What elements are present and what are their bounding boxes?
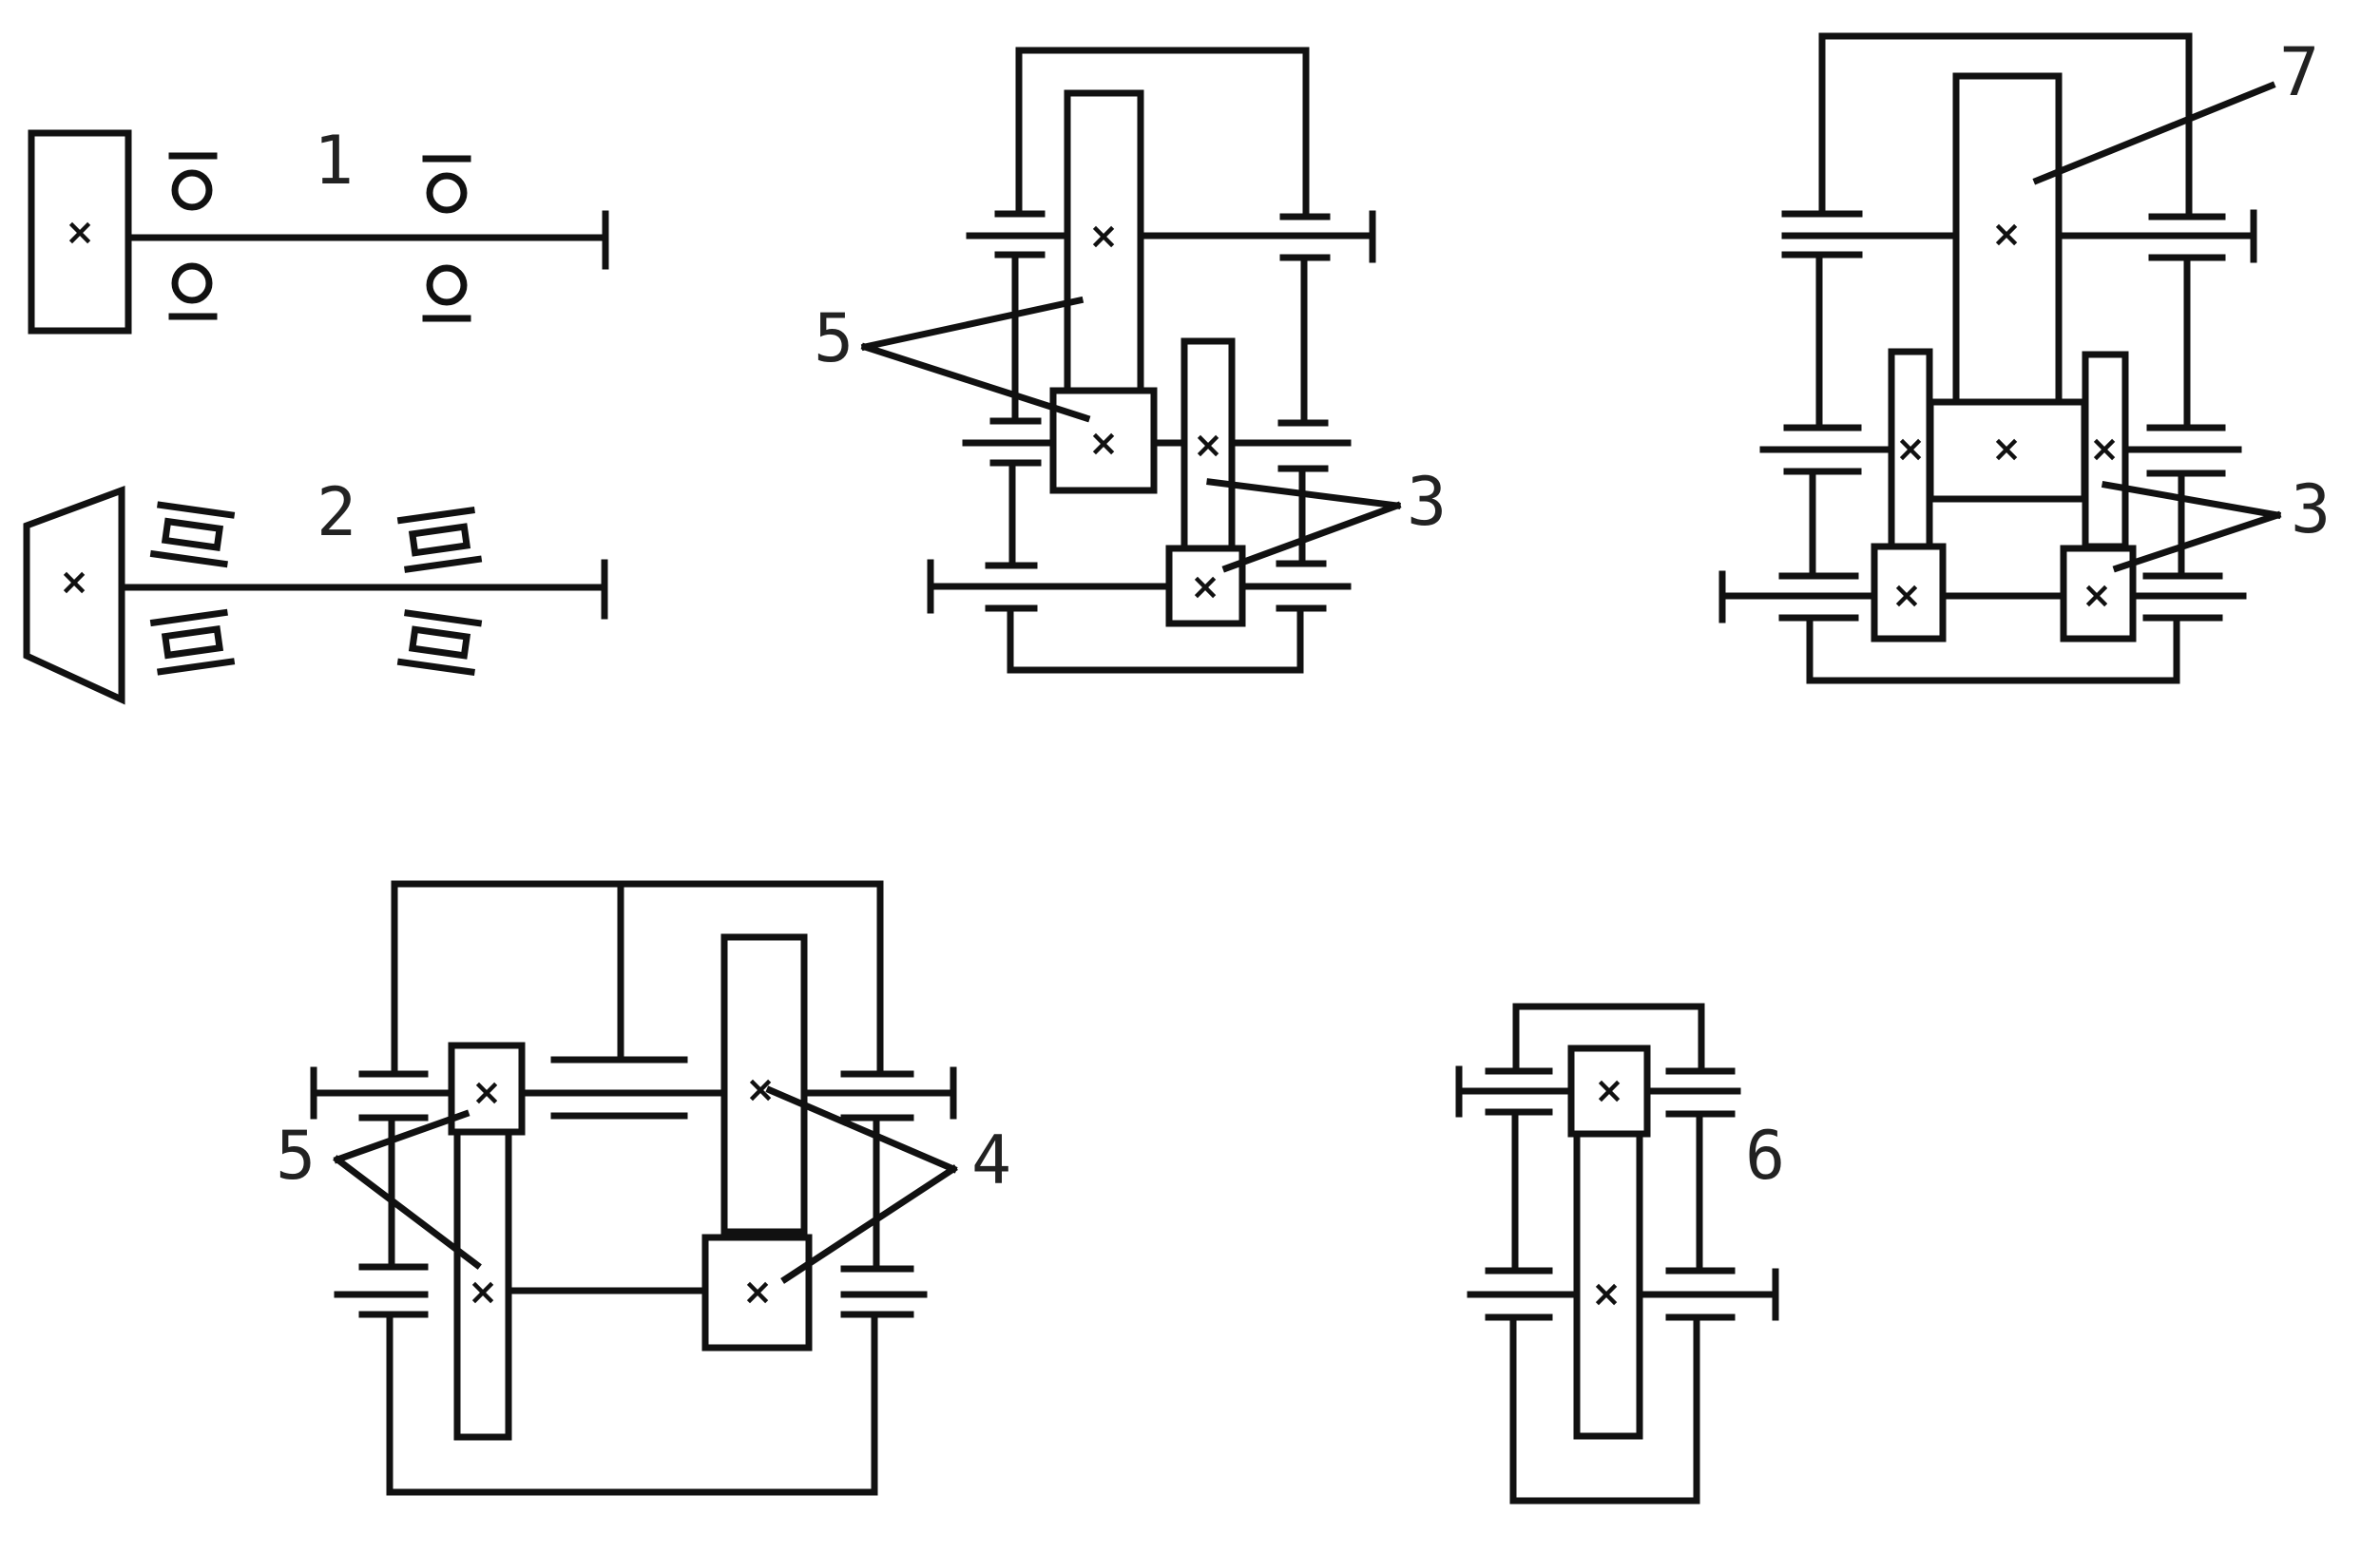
bevel-gear (23, 485, 125, 705)
gear-mark: × (1190, 566, 1220, 607)
gear-intermediate (1180, 337, 1236, 557)
scheme-3-two-stage-gearbox: × × × × 5 3 (814, 47, 1447, 674)
housing-bottom (1007, 604, 1304, 674)
label-3: 3 (2291, 470, 2331, 548)
large-gear-right (720, 933, 808, 1236)
pinion-intermediate (1049, 387, 1158, 494)
leader-7 (2032, 81, 2276, 185)
label-4: 4 (971, 1122, 1011, 1199)
leader-5 (333, 1155, 482, 1270)
label-6: 6 (1745, 1117, 1785, 1195)
gear-mark: × (1193, 424, 1223, 466)
gear-mark: × (2082, 574, 2112, 616)
leader-4 (765, 1085, 958, 1174)
housing-top (1818, 32, 2193, 218)
spur-gear (28, 129, 132, 335)
gear-mark: × (1088, 215, 1119, 257)
large-gear-left (453, 1128, 512, 1441)
gear-mark: × (2089, 428, 2120, 470)
pinion-input-left (1871, 543, 1947, 642)
label-3: 3 (1407, 463, 1447, 541)
roller-bearing-upper-right (396, 507, 483, 573)
gear-mark: × (742, 1271, 773, 1313)
leader-3 (2101, 480, 2282, 520)
gear-right-intermediate (2082, 351, 2129, 550)
scheme-5-coaxial-gearbox: × × × × 5 4 (276, 880, 1011, 1496)
pinion-bottom-right (701, 1234, 813, 1352)
leader-5 (333, 1109, 470, 1164)
housing-top (1015, 47, 1310, 218)
roller-bearing-lower-right (396, 609, 483, 676)
gear-mark: × (65, 211, 95, 253)
pinion-input (1165, 545, 1246, 627)
leader-5 (860, 342, 1091, 423)
housing-top (1512, 1003, 1705, 1075)
gear-mark: × (59, 561, 89, 603)
label-5: 5 (276, 1117, 316, 1195)
gear-mark: × (1991, 428, 2022, 470)
leader-3 (1206, 478, 1401, 509)
gear-mark: × (471, 1071, 502, 1113)
ball-bearing-left (168, 152, 218, 320)
housing-bottom (1509, 1313, 1700, 1505)
gear-mark: × (1891, 574, 1922, 616)
leader-4 (780, 1164, 958, 1284)
gear-mark: × (1591, 1273, 1622, 1314)
scheme-1-spur-gear-ball-bearings: × 1 (28, 122, 609, 335)
leader-3 (1221, 501, 1402, 573)
label-2: 2 (317, 473, 356, 551)
label-1: 1 (314, 122, 354, 200)
roller-bearing-upper-left (149, 501, 236, 568)
leader-3 (2112, 510, 2282, 573)
large-gear-top (1064, 89, 1144, 399)
gear-mark: × (468, 1271, 498, 1313)
gear-mark: × (1088, 422, 1119, 464)
roller-bearing-lower-left (149, 608, 236, 676)
housing-bottom (386, 1311, 878, 1496)
scheme-4-split-gearbox: × × × × × × 7 3 (1718, 32, 2331, 684)
housing-bottom (1806, 614, 2180, 684)
gear-mark: × (1895, 428, 1926, 470)
gear-mark: × (1991, 213, 2022, 255)
leader-5 (860, 296, 1084, 352)
housing-top (391, 880, 884, 1078)
large-gear (1573, 1130, 1643, 1440)
scheme-6-single-stage-gearbox: × × 6 (1455, 1003, 1785, 1505)
scheme-2-bevel-gear-roller-bearings: × 2 (23, 473, 608, 705)
label-5: 5 (814, 299, 854, 377)
large-gear-top (1952, 72, 2063, 406)
label-7: 7 (2279, 33, 2319, 111)
ball-bearing-right (422, 155, 471, 322)
gear-mark: × (1594, 1069, 1624, 1111)
